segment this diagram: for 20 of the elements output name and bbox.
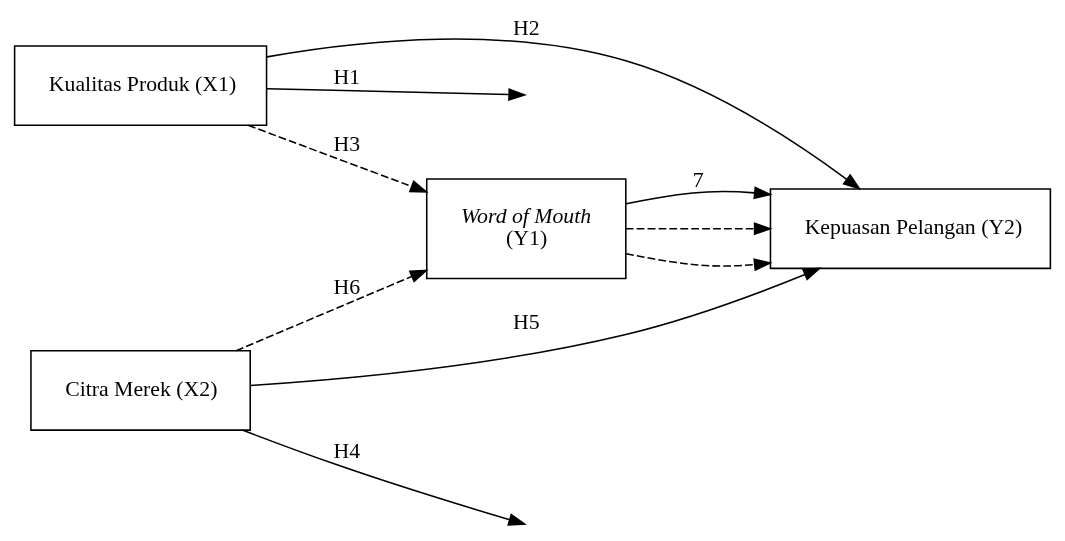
arrow [249, 267, 822, 386]
arrow [625, 221, 773, 235]
arrow [625, 252, 773, 271]
edge-label: H5 [513, 309, 540, 334]
edge-label: H1 [333, 64, 361, 89]
arrow [266, 37, 862, 190]
edge-label: H2 [513, 15, 540, 40]
node-box: Kualitas Produk (X1) [13, 44, 268, 126]
arrow [235, 268, 429, 351]
arrow [247, 124, 429, 193]
node-box: Word of Mouth (Y1) [425, 177, 627, 279]
arrow [242, 429, 527, 526]
edge-label: H3 [333, 131, 361, 156]
edge-label: H4 [333, 438, 361, 463]
arrow [625, 185, 773, 205]
edge-label: 7 [692, 167, 704, 192]
arrow [266, 87, 527, 101]
edge-label: H6 [333, 274, 361, 299]
node-box: Kepuasan Pelangan (Y2) [769, 187, 1052, 269]
node-box: Citra Merek (X2) [30, 349, 251, 431]
